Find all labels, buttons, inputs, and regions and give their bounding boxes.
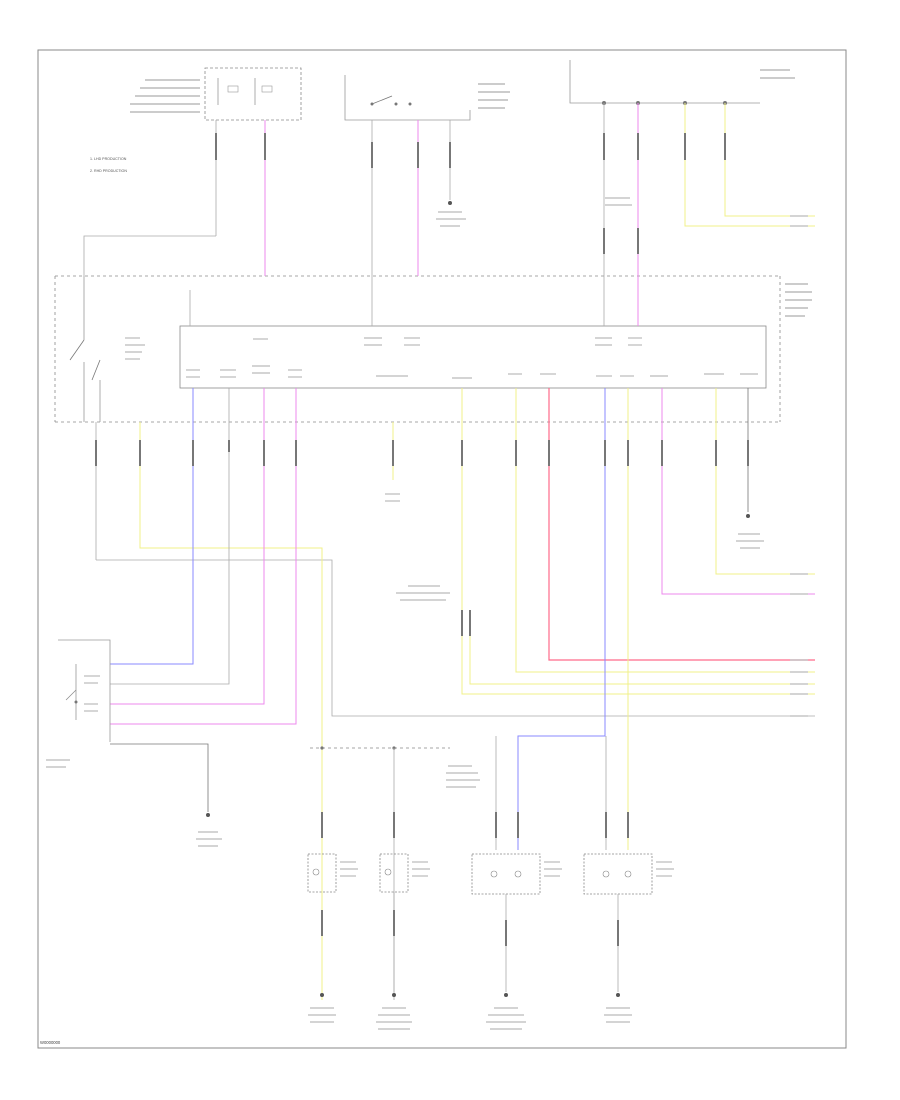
module-switch-label-lines [125,337,145,360]
splice-label-lines [605,197,632,206]
top-right-label-lines [760,69,795,79]
ground-icon [320,993,324,997]
wire-pin-yellow-516 [515,388,815,673]
ignition-label-lines [478,83,510,109]
hazard-label-lines [46,675,100,768]
ground-icon [746,514,750,518]
wire-pin-violet-264 [110,388,265,705]
footer-code: W0000000 [40,1040,61,1045]
hazard-switch [58,639,111,742]
lamp-icon [307,853,337,893]
ground-icon [448,201,452,205]
ground-icon [504,993,508,997]
lamp-icon [379,853,409,893]
wire-pin-gray-229 [110,388,230,685]
splice-dot [320,746,324,750]
diagram-border [37,49,847,1049]
module-pin-labels [186,337,758,379]
wire-pin-violet-296 [110,388,297,725]
right-edge-labels [790,215,808,717]
module-inner-box [179,325,767,389]
connector-icon [321,812,629,946]
fuse-box-label-lines [130,79,200,113]
module-boundary [54,275,781,423]
ground-label-lines-1 [436,211,466,227]
splice-note-lines [396,585,450,601]
ground-icon [616,993,620,997]
ground-label-lines-3 [196,831,222,847]
ground-icon [206,813,210,817]
wire-pin-gray-96-route [96,559,815,717]
wire-pin-yellow-716 [715,388,815,575]
ground-icon [392,993,396,997]
wire-tr-yellow-1 [684,103,815,227]
ground-label-lines-2 [736,533,764,549]
module-label-lines [785,283,812,317]
wire-tr-yellow-2 [724,103,815,217]
legend-line-1: 1. LHD PRODUCTION [90,157,127,161]
connector-icon [95,440,749,636]
wire-pin-yellow-470 [469,610,815,685]
light-switch-top-right [569,60,760,105]
wire-pin-yellow-462 [461,388,815,695]
wire-fuse-gray-route [83,235,216,276]
ground-label-lines-bottom [308,1007,632,1030]
wire-pin-yellow-140 [139,422,323,1000]
wire-pin-red-549 [548,388,815,661]
legend-line-2: 2. RHD PRODUCTION [90,169,127,173]
lamp-icon [471,853,541,895]
wire-pin-blue-605 [517,388,606,850]
splice-label-lines-2 [446,765,480,788]
fuse-box-top [204,67,302,121]
wire-hazard-ground [110,743,209,812]
connector-icon [215,133,726,254]
lamp-icon [583,853,653,895]
wire-pin-blue-193 [110,388,194,665]
pin393-label-lines [385,493,400,502]
wire-pin-violet-662 [661,388,815,595]
module-internal-switch [69,276,101,422]
lamp-label-lines [340,861,674,877]
ignition-switch [344,75,471,121]
